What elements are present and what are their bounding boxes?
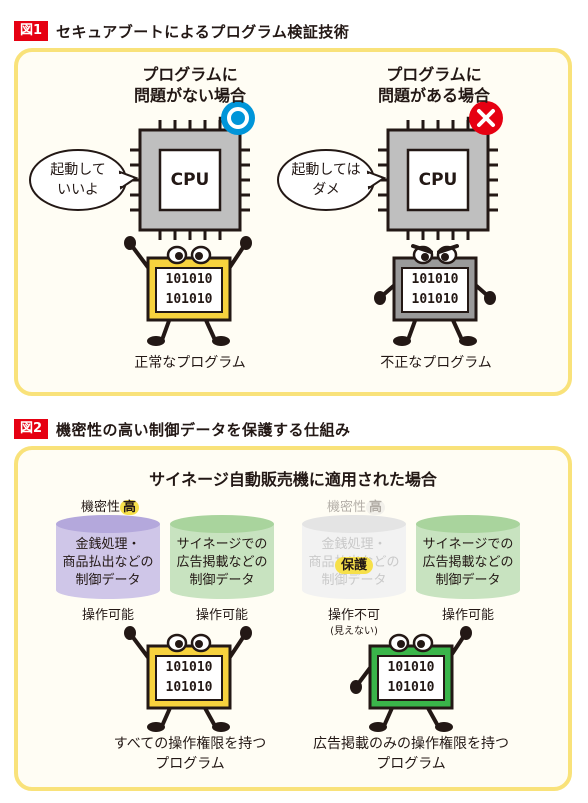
right-heading-line1: プログラムに	[386, 65, 482, 84]
right-robot-code: 101010 101010	[402, 270, 468, 310]
right-code-line1: 101010	[411, 272, 459, 287]
right-secret-level: 高	[366, 500, 386, 515]
right-code-line2: 101010	[411, 292, 459, 307]
right-green-text: サイネージでの 広告掲載などの 制御データ	[416, 536, 520, 590]
fig2-left-caption-line1: すべての操作権限を持つ	[113, 736, 267, 752]
right-faded-line1: 金銭処理・	[321, 537, 387, 552]
protect-badge: 保護	[334, 554, 374, 574]
right-op-purple-note: (見えない)	[330, 626, 378, 637]
right-op-green: 操作可能	[441, 608, 494, 623]
left-green-line2: 広告掲載などの	[176, 555, 268, 570]
cross-ng-icon	[469, 101, 503, 135]
fig2-right-robot	[350, 626, 472, 732]
fig2-right-code-line2: 101010	[387, 680, 435, 695]
left-purple-line2: 商品払出などの	[62, 555, 154, 570]
fig2-left-code-line1: 101010	[165, 660, 213, 675]
right-secret-label: 機密性高	[316, 496, 396, 515]
right-robot-malicious	[374, 244, 496, 346]
right-bubble-line1: 起動しては	[291, 162, 361, 178]
left-green-line1: サイネージでの	[176, 537, 268, 552]
left-caption: 正常なプログラム	[134, 355, 246, 371]
left-purple-line3: 制御データ	[75, 573, 141, 588]
right-cpu-chip	[378, 110, 498, 240]
right-speech-bubble	[277, 149, 387, 211]
left-bubble-line2: いいよ	[57, 182, 99, 198]
right-green-line1: サイネージでの	[422, 537, 514, 552]
fig2-right-robot-code: 101010 101010	[378, 658, 444, 698]
fig1-label: 図1	[14, 21, 49, 41]
left-speech-bubble	[29, 149, 139, 211]
left-purple-cylinder	[56, 515, 160, 599]
fig2-right-code-line1: 101010	[387, 660, 435, 675]
fig2-right-caption-line2: プログラム	[376, 756, 446, 772]
right-caption: 不正なプログラム	[380, 355, 492, 371]
left-code-line1: 101010	[165, 272, 213, 287]
fig2-left-code-line2: 101010	[165, 680, 213, 695]
left-op-purple: 操作可能	[81, 608, 134, 623]
fig1-title: セキュアブートによるプログラム検証技術	[56, 22, 350, 41]
circle-ok-icon	[221, 101, 255, 135]
fig2-title: 機密性の高い制御データを保護する仕組み	[56, 420, 351, 439]
left-cpu-label: CPU	[170, 170, 210, 190]
protect-badge-text: 保護	[334, 557, 373, 574]
left-secret-prefix: 機密性	[80, 500, 120, 515]
fig2-heading: サイネージ自動販売機に適用された場合	[149, 470, 437, 489]
right-secret-prefix: 機密性	[326, 500, 366, 515]
left-green-cylinder	[170, 515, 274, 599]
left-heading: プログラムに 問題がない場合	[100, 64, 280, 106]
left-purple-line1: 金銭処理・	[75, 537, 141, 552]
right-green-line2: 広告掲載などの	[422, 555, 514, 570]
left-purple-text: 金銭処理・ 商品払出などの 制御データ	[56, 536, 160, 590]
fig2-left-robot-code: 101010 101010	[156, 658, 222, 698]
right-heading-line2: 問題がある場合	[377, 86, 490, 105]
right-faded-line3: 制御データ	[321, 573, 387, 588]
fig2-right-caption: 広告掲載のみの操作権限を持つ プログラム	[296, 734, 526, 774]
left-robot-code: 101010 101010	[156, 270, 222, 310]
right-green-line3: 制御データ	[435, 573, 501, 588]
left-bubble-text: 起動して いいよ	[34, 160, 122, 200]
left-heading-line2: 問題がない場合	[133, 86, 246, 105]
right-green-cylinder	[416, 515, 520, 599]
left-robot-normal	[124, 236, 252, 346]
left-green-line3: 制御データ	[189, 573, 255, 588]
right-bubble-text: 起動しては ダメ	[282, 160, 370, 200]
left-bubble-line1: 起動して	[50, 162, 106, 178]
right-cpu-label: CPU	[418, 170, 458, 190]
right-faded-text: 金銭処理・ 商品払出などの 制御データ	[302, 536, 406, 590]
left-heading-line1: プログラムに	[142, 65, 238, 84]
right-heading: プログラムに 問題がある場合	[344, 64, 524, 106]
fig2-panel	[14, 446, 572, 791]
fig2-right-caption-line1: 広告掲載のみの操作権限を持つ	[313, 736, 509, 752]
right-op-purple: 操作不可	[327, 608, 380, 623]
left-secret-level: 高	[120, 500, 140, 515]
left-op-green: 操作可能	[195, 608, 248, 623]
fig1-header: 図1 セキュアブートによるプログラム検証技術	[14, 20, 349, 42]
left-green-text: サイネージでの 広告掲載などの 制御データ	[170, 536, 274, 590]
right-bubble-line2: ダメ	[312, 182, 340, 198]
fig2-label: 図2	[14, 419, 49, 439]
fig2-left-caption: すべての操作権限を持つ プログラム	[80, 734, 300, 774]
fig2-left-caption-line2: プログラム	[155, 756, 225, 772]
left-code-line2: 101010	[165, 292, 213, 307]
fig2-left-robot	[124, 626, 252, 732]
fig2-header: 図2 機密性の高い制御データを保護する仕組み	[14, 418, 351, 440]
left-secret-label: 機密性高	[70, 496, 150, 515]
